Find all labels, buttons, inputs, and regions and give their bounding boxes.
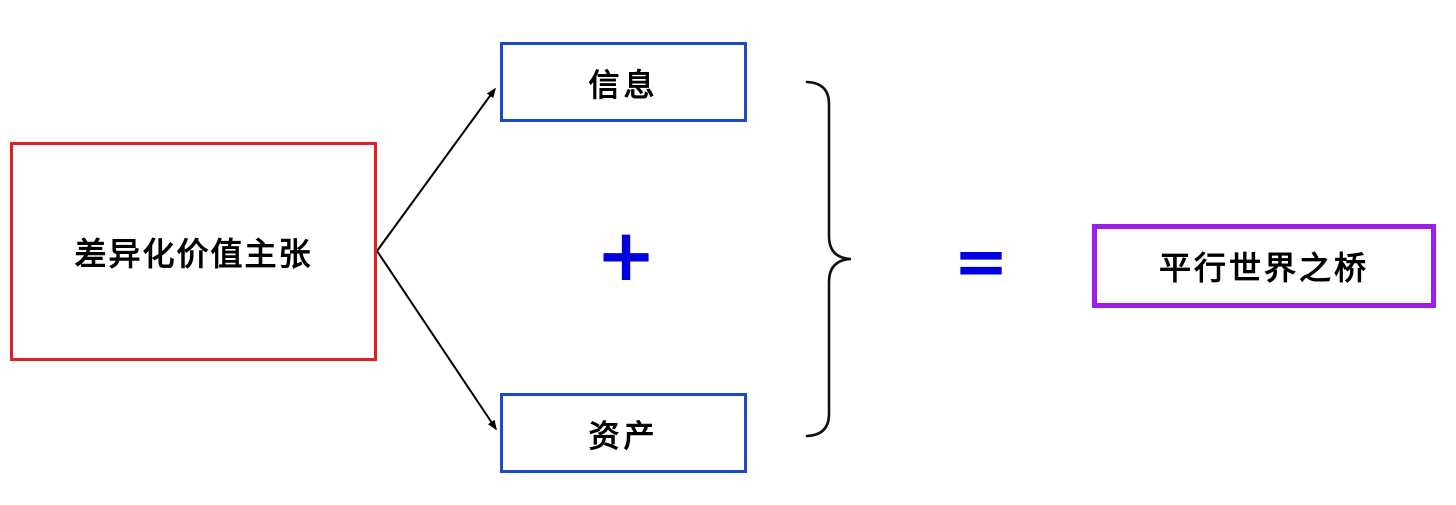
right-curly-brace-icon <box>805 80 852 438</box>
result-box-label: 平行世界之桥 <box>1158 249 1369 287</box>
arrow-to-asset <box>376 250 497 431</box>
equals-sign: = <box>953 223 1009 300</box>
source-box-label: 差异化价值主张 <box>74 234 313 273</box>
asset-box-label: 资产 <box>588 418 659 455</box>
info-box: 信息 <box>500 42 747 122</box>
asset-box: 资产 <box>500 393 747 473</box>
result-box: 平行世界之桥 <box>1092 224 1436 308</box>
arrow-to-info <box>376 87 496 252</box>
source-box: 差异化价值主张 <box>10 142 377 361</box>
plus-sign: + <box>595 213 657 297</box>
info-box-label: 信息 <box>588 67 659 104</box>
